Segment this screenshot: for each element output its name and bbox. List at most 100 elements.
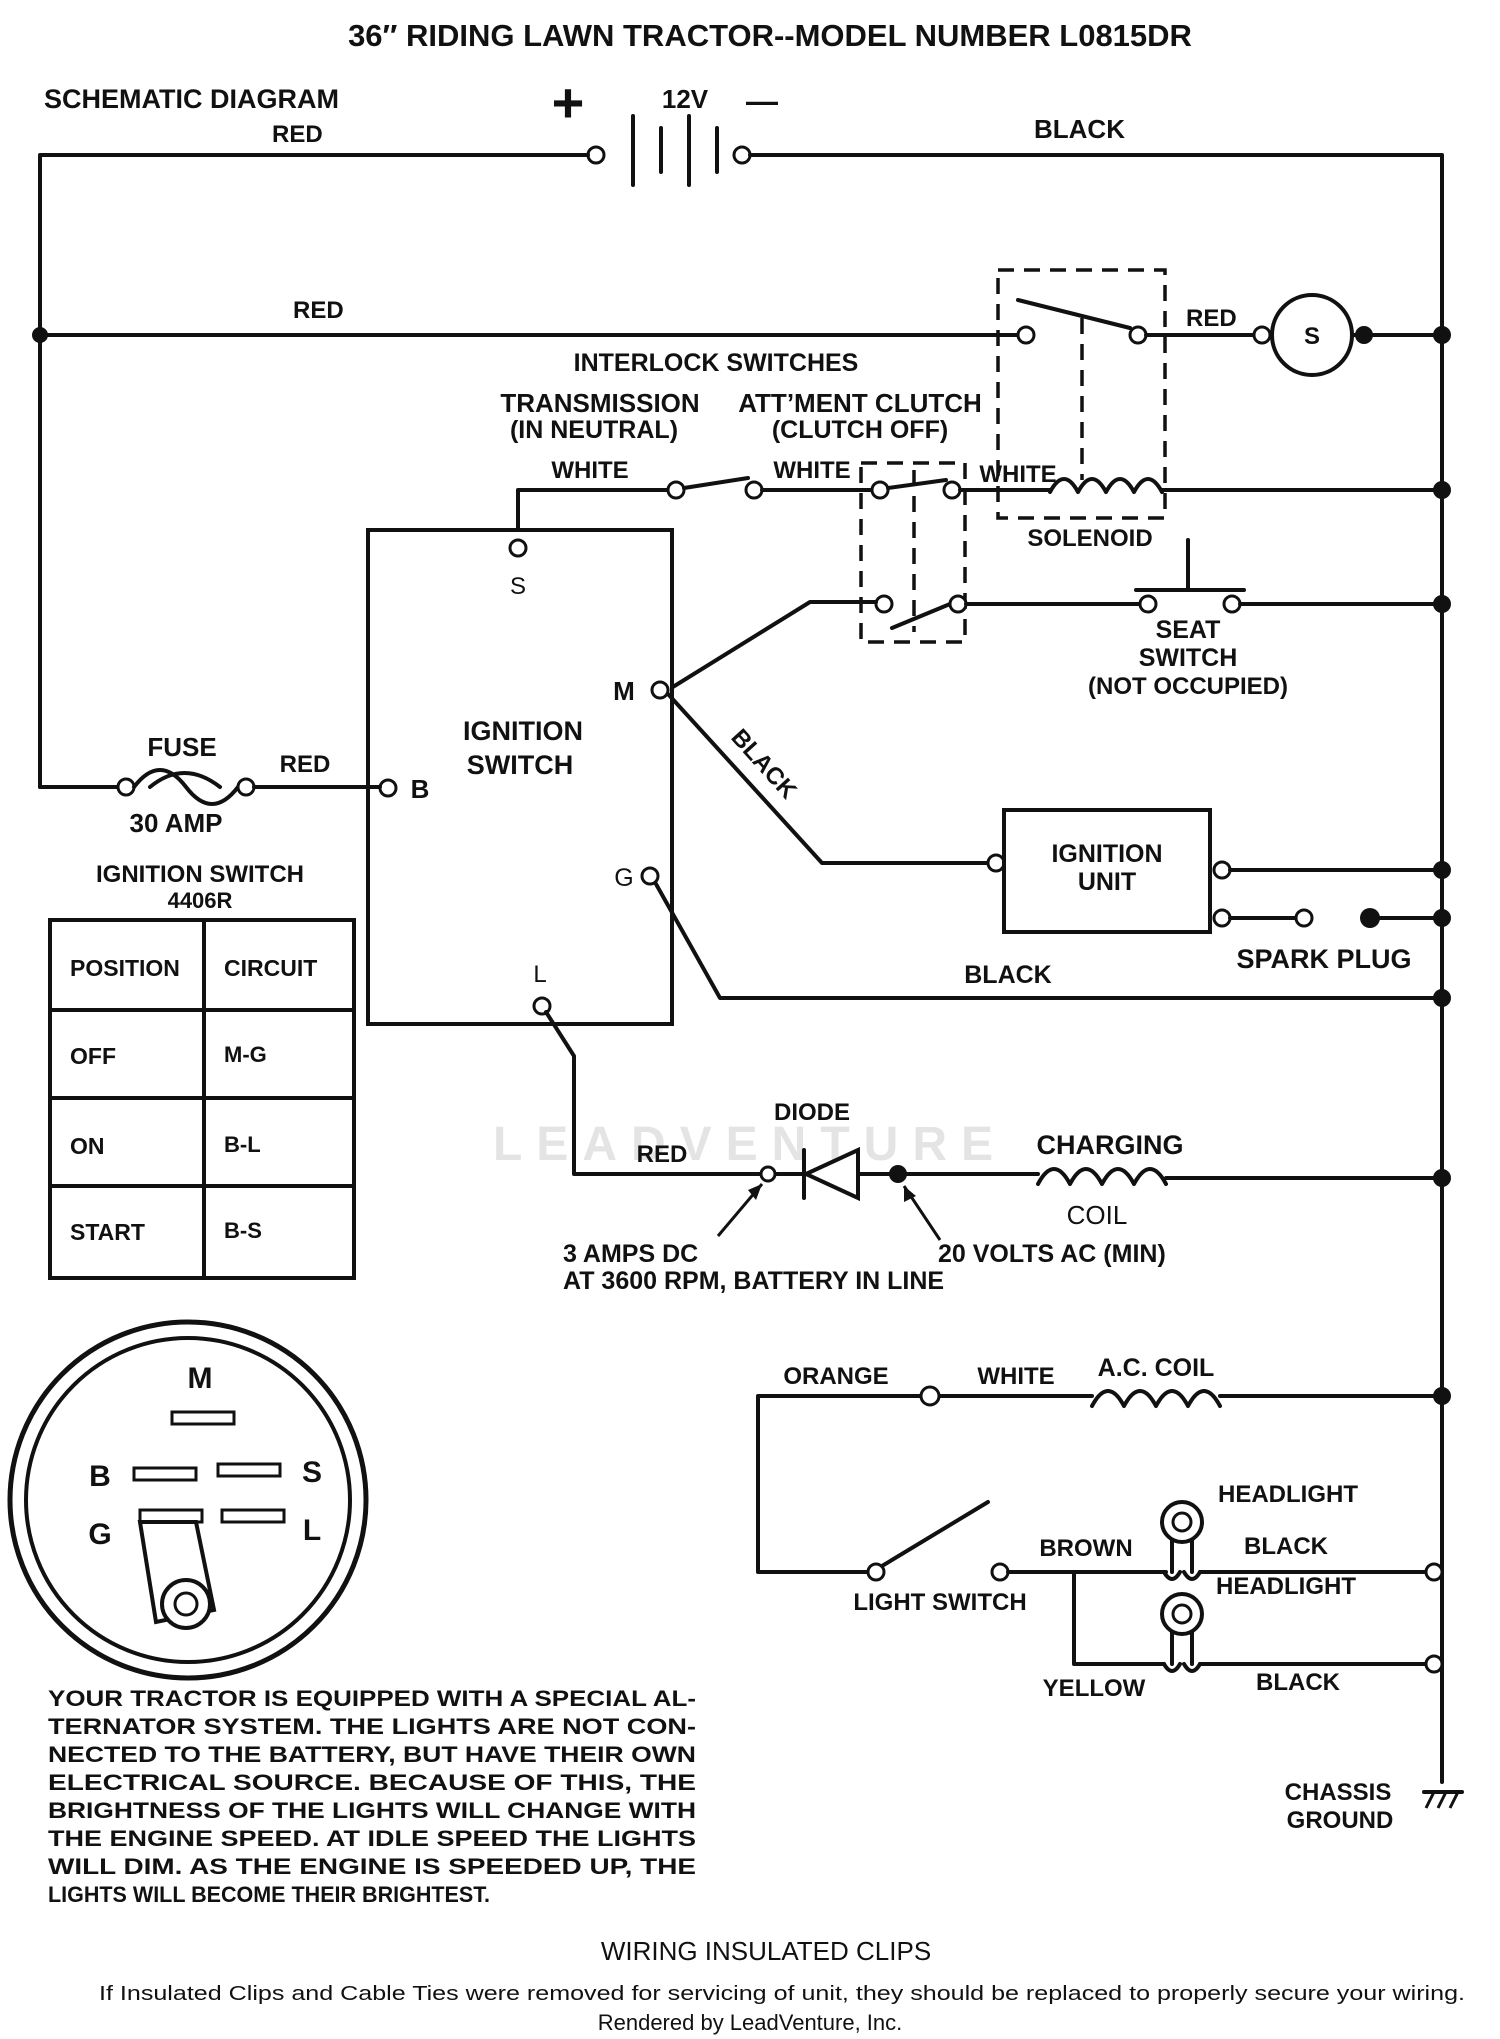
footer-heading: WIRING INSULATED CLIPS (601, 1936, 931, 1966)
ac-coil (1090, 1389, 1222, 1408)
wire-label-red-starter: RED (1186, 305, 1237, 332)
wire-red-charging (544, 1010, 762, 1176)
clutch-state-label: (CLUTCH OFF) (772, 416, 948, 444)
face-label-l: L (303, 1514, 321, 1547)
table-cell-start: START (70, 1219, 145, 1245)
terminal-m-label: M (613, 676, 635, 706)
seat-switch-label-2: SWITCH (1139, 644, 1238, 672)
ignition-switch (366, 528, 674, 1026)
ignition-switch-face: M B S G L (7, 1319, 369, 1681)
solenoid-contact (1016, 298, 1132, 330)
starter-label: S (1304, 323, 1320, 350)
wire-black-battery (748, 153, 1444, 1784)
table-header-circuit: CIRCUIT (224, 955, 317, 981)
spark-plug-label: SPARK PLUG (1236, 944, 1411, 974)
wire-label-red-charging: RED (637, 1141, 688, 1168)
wire-label-red-main: RED (293, 297, 344, 324)
wire-m-seat (666, 600, 878, 692)
wire-label-white-ac: WHITE (977, 1363, 1054, 1390)
chassis-ground-label-2: GROUND (1287, 1807, 1394, 1834)
light-switch (866, 1500, 1010, 1582)
wire-label-black-ignition: BLACK (726, 724, 803, 805)
battery-voltage: 12V (662, 84, 709, 114)
battery: + 12V — (552, 71, 778, 187)
interlock-switches-label: INTERLOCK SWITCHES (574, 349, 859, 377)
table-header-position: POSITION (70, 955, 180, 981)
terminal-g-label: G (614, 864, 633, 892)
ac-coil-label: A.C. COIL (1098, 1354, 1215, 1382)
chassis-ground (1422, 1790, 1464, 1809)
wire-label-black-headlight-2: BLACK (1256, 1669, 1341, 1696)
footer-credit: Rendered by LeadVenture, Inc. (598, 2010, 903, 2035)
table-cell-mg: M-G (224, 1042, 267, 1067)
wire-label-yellow: YELLOW (1043, 1675, 1146, 1702)
note-line: YOUR TRACTOR IS EQUIPPED WITH A SPECIAL … (48, 1686, 696, 1711)
terminal-s-label: S (510, 573, 526, 600)
wire-label-brown: BROWN (1039, 1535, 1132, 1562)
battery-plus: + (552, 71, 585, 134)
face-label-g: G (88, 1518, 111, 1551)
wire-label-red-fuse: RED (280, 751, 331, 778)
attachment-clutch-label: ATT’MENT CLUTCH (738, 388, 982, 418)
seat-switch-label-1: SEAT (1156, 616, 1221, 644)
solenoid-label: SOLENOID (1027, 525, 1152, 552)
table-cell-bs: B-S (224, 1218, 262, 1243)
note-line: LIGHTS WILL BECOME THEIR BRIGHTEST. (48, 1882, 490, 1907)
ignition-unit (1002, 808, 1212, 934)
light-switch-label: LIGHT SWITCH (853, 1589, 1026, 1616)
headlight-1 (1160, 1500, 1204, 1581)
wire-label-black-battery: BLACK (1034, 114, 1125, 144)
face-label-s: S (302, 1456, 322, 1489)
wire-label-white-3: WHITE (979, 461, 1056, 488)
fuse-label: FUSE (147, 732, 216, 762)
headlight-2-label: HEADLIGHT (1216, 1573, 1356, 1600)
ignition-switch-label-1: IGNITION (463, 716, 583, 746)
page-title: 36″ RIDING LAWN TRACTOR--MODEL NUMBER L0… (348, 18, 1192, 53)
transmission-label: TRANSMISSION (500, 388, 699, 418)
solenoid-box (996, 268, 1167, 520)
ignition-table-part-number: 4406R (168, 888, 233, 913)
note-line: THE ENGINE SPEED. AT IDLE SPEED THE LIGH… (48, 1826, 696, 1851)
face-label-m: M (188, 1362, 213, 1395)
ignition-table: POSITION CIRCUIT OFF M-G ON B-L START B-… (48, 918, 356, 1280)
face-label-b: B (89, 1460, 111, 1493)
ignition-unit-label-2: UNIT (1078, 868, 1136, 896)
wire-orange (756, 1394, 922, 1574)
ignition-table-title: IGNITION SWITCH (96, 861, 304, 888)
lighting-note: YOUR TRACTOR IS EQUIPPED WITH A SPECIAL … (48, 1686, 696, 1907)
transmission-state: (IN NEUTRAL) (510, 416, 678, 444)
coil-note: 20 VOLTS AC (MIN) (938, 1240, 1166, 1268)
headlight-2 (1160, 1592, 1204, 1673)
diode-label: DIODE (774, 1099, 850, 1126)
wire-label-black-headlight-1: BLACK (1244, 1533, 1329, 1560)
clutch-switch-box (859, 461, 967, 644)
ignition-unit-label-1: IGNITION (1051, 840, 1162, 868)
ignition-switch-label-2: SWITCH (467, 750, 573, 780)
wire-label-orange: ORANGE (783, 1363, 888, 1390)
diagram-label: SCHEMATIC DIAGRAM (44, 84, 339, 114)
note-line: WILL DIM. AS THE ENGINE IS SPEEDED UP, T… (48, 1854, 696, 1879)
solenoid-coil (1048, 477, 1164, 494)
note-line: NECTED TO THE BATTERY, BUT HAVE THEIR OW… (48, 1742, 696, 1767)
terminal-b-label: B (411, 774, 430, 804)
wire-label-white-2: WHITE (773, 457, 850, 484)
table-cell-off: OFF (70, 1043, 116, 1069)
diode (774, 1146, 1040, 1202)
seat-state-label: (NOT OCCUPIED) (1088, 673, 1288, 700)
seat-switch (1134, 538, 1246, 614)
battery-minus: — (746, 83, 778, 119)
fuse-rating: 30 AMP (130, 808, 223, 838)
watermark: LEADVENTURE (493, 1118, 1007, 1171)
chassis-ground-label-1: CHASSIS (1285, 1779, 1392, 1806)
note-line: TERNATOR SYSTEM. THE LIGHTS ARE NOT CON- (48, 1714, 696, 1739)
diode-note-1: 3 AMPS DC (563, 1240, 698, 1268)
terminal-l-label: L (533, 961, 546, 988)
wire-black-ground (654, 882, 1444, 1000)
charging-coil (1036, 1167, 1168, 1186)
wire-label-white-1: WHITE (551, 457, 628, 484)
diode-note-2: AT 3600 RPM, BATTERY IN LINE (563, 1267, 944, 1295)
note-line: BRIGHTNESS OF THE LIGHTS WILL CHANGE WIT… (48, 1798, 696, 1823)
wire-black-ignition (666, 692, 994, 865)
footer-text: If Insulated Clips and Cable Ties were r… (99, 1983, 1465, 2005)
